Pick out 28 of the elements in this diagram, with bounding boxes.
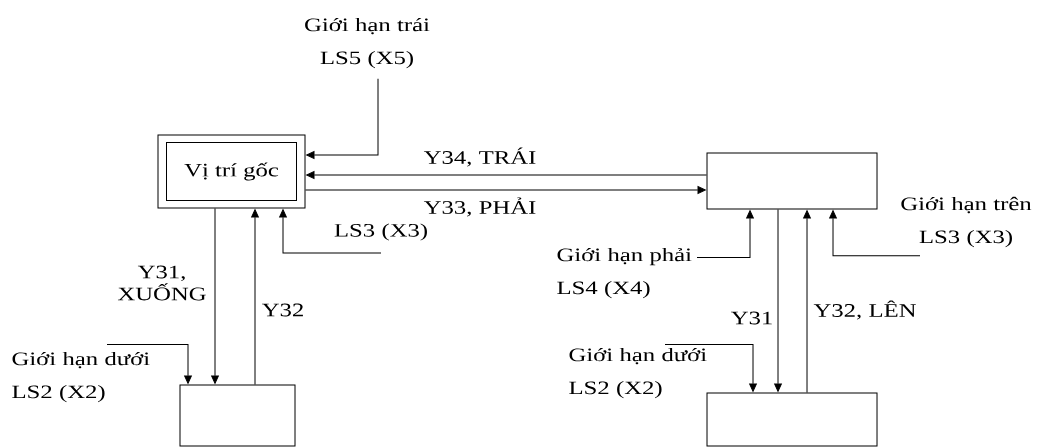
arrow (106, 343, 192, 384)
arrow (305, 186, 706, 194)
limit-switch-label: Giới hạn dưới LS2 (X2) (569, 347, 707, 399)
arrow (774, 209, 782, 392)
position-box (706, 392, 878, 447)
edge-label: Y34, TRÁI (423, 147, 536, 167)
limit-switch-label: Giới hạn phải LS4 (X4) (557, 247, 692, 299)
position-box (179, 384, 296, 447)
arrow (696, 210, 754, 258)
limit-switch-label: Giới hạn dưới LS2 (X2) (12, 351, 150, 403)
limit-switch-label: Giới hạn trên LS3 (X3) (901, 196, 1032, 248)
arrow (306, 78, 379, 159)
arrow (279, 209, 382, 254)
limit-switch-label: Giới hạn trái LS5 (X5) (305, 17, 430, 69)
limit-switch-label: LS3 (X3) (334, 223, 427, 241)
position-box (706, 152, 878, 210)
edge-label: Y32 (262, 303, 303, 317)
arrow (211, 208, 219, 384)
home-position-box: Vị trí gốc (157, 134, 306, 209)
arrow (803, 210, 811, 393)
arrow (251, 209, 259, 385)
arrow (664, 343, 757, 392)
edge-label: Y33, PHẢI (423, 197, 536, 217)
edge-label: Y31 (731, 311, 772, 325)
edge-label: Y31, XUỐNG (117, 265, 206, 301)
arrow (306, 171, 707, 179)
edge-label: Y32, LÊN (813, 300, 916, 320)
arrow (829, 210, 921, 257)
